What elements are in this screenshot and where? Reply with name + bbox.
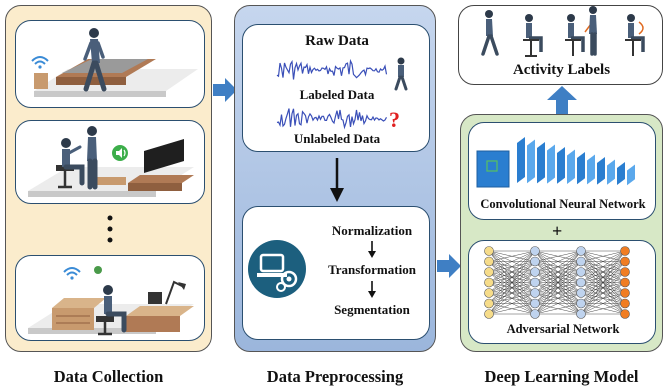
wifi-icon bbox=[31, 56, 49, 69]
cnn-label: Convolutional Neural Network bbox=[480, 197, 646, 211]
network-node bbox=[484, 246, 494, 256]
network-node bbox=[576, 298, 586, 309]
step-segmentation: Segmentation bbox=[334, 302, 410, 317]
cnn-card: Convolutional Neural Network bbox=[468, 122, 656, 220]
network-node bbox=[484, 256, 494, 267]
standing-person-icon bbox=[87, 126, 98, 190]
sitting-person-icon bbox=[103, 285, 127, 333]
sitting-livingroom-illustration bbox=[28, 126, 194, 197]
cnn-layer bbox=[517, 137, 525, 183]
standing-person-icon bbox=[589, 6, 597, 56]
more-scenes-ellipsis bbox=[107, 215, 113, 243]
sitting-person-icon bbox=[523, 14, 543, 57]
scene-card-bedroom bbox=[15, 20, 205, 108]
network-node bbox=[530, 309, 540, 319]
network-node bbox=[620, 256, 630, 267]
cnn-layer bbox=[607, 159, 615, 185]
flow-arrow-right bbox=[437, 254, 461, 278]
network-node bbox=[484, 298, 494, 309]
raw-data-title: Raw Data bbox=[305, 33, 369, 49]
walking-bedroom-illustration bbox=[31, 28, 198, 97]
sound-icon bbox=[112, 145, 128, 161]
cnn-layer bbox=[597, 157, 605, 185]
preprocessing-steps-card: Normalization Transformation Segmentatio… bbox=[242, 206, 430, 340]
network-node bbox=[620, 267, 630, 277]
cnn-layer bbox=[627, 164, 635, 186]
network-node bbox=[484, 267, 494, 277]
labeled-data-label: Labeled Data bbox=[299, 87, 375, 102]
walking-person-icon bbox=[394, 57, 408, 91]
step-arrow bbox=[368, 241, 376, 258]
deep-learning-model-caption: Deep Learning Model bbox=[484, 367, 639, 386]
cnn-layer bbox=[547, 144, 555, 184]
turning-person-icon bbox=[625, 14, 645, 56]
computer-settings-icon bbox=[248, 240, 306, 298]
network-node bbox=[576, 288, 586, 298]
network-node bbox=[620, 246, 630, 256]
flow-arrow-right bbox=[213, 78, 237, 102]
network-node bbox=[576, 267, 586, 277]
network-node bbox=[576, 277, 586, 288]
walking-person-icon bbox=[481, 10, 499, 56]
cnn-layer bbox=[587, 154, 595, 185]
network-node bbox=[484, 277, 494, 288]
walking-person-icon bbox=[83, 28, 107, 92]
adversarial-network-card: Adversarial Network bbox=[468, 240, 656, 344]
flow-arrow-up bbox=[547, 86, 577, 114]
unknown-label-icon: ? bbox=[389, 107, 400, 132]
activity-pose-icons bbox=[481, 6, 645, 57]
network-node bbox=[530, 277, 540, 288]
cnn-layer bbox=[557, 147, 565, 184]
wifi-icon bbox=[63, 267, 81, 280]
network-node bbox=[576, 256, 586, 267]
network-node bbox=[576, 309, 586, 319]
activity-labels-title: Activity Labels bbox=[512, 62, 611, 78]
network-node bbox=[530, 288, 540, 298]
network-node bbox=[576, 246, 586, 256]
sitting-person-icon bbox=[61, 138, 85, 186]
adversarial-network-label: Adversarial Network bbox=[506, 322, 620, 336]
network-node bbox=[484, 288, 494, 298]
adversarial-network-diagram bbox=[484, 246, 630, 319]
activity-labels-card: Activity Labels bbox=[458, 5, 663, 85]
sit-to-stand-icon bbox=[565, 14, 592, 56]
network-node bbox=[530, 267, 540, 277]
network-node bbox=[530, 246, 540, 256]
data-collection-caption: Data Collection bbox=[53, 367, 164, 386]
labeled-signal-waveform bbox=[276, 58, 388, 80]
network-node bbox=[484, 309, 494, 319]
raw-data-card: Raw Data Labeled Data ? Unlabeled Data bbox=[242, 24, 430, 152]
down-arrow bbox=[330, 158, 344, 202]
data-preprocessing-caption: Data Preprocessing bbox=[266, 367, 404, 386]
network-node bbox=[620, 309, 630, 319]
cnn-layer bbox=[567, 149, 575, 184]
cnn-layer bbox=[527, 139, 535, 184]
step-transformation: Transformation bbox=[328, 262, 416, 277]
step-arrow bbox=[368, 281, 376, 298]
network-node bbox=[530, 256, 540, 267]
unlabeled-data-label: Unlabeled Data bbox=[293, 131, 381, 146]
network-node bbox=[530, 298, 540, 309]
scene-card-livingroom bbox=[15, 120, 205, 204]
unlabeled-signal-waveform bbox=[276, 108, 388, 130]
network-node bbox=[620, 288, 630, 298]
scene-card-office bbox=[15, 255, 205, 341]
plus-sign: + bbox=[552, 221, 563, 241]
cnn-layer bbox=[537, 142, 545, 184]
cnn-layer bbox=[617, 162, 625, 185]
step-normalization: Normalization bbox=[331, 223, 413, 238]
cnn-layer bbox=[577, 152, 585, 185]
office-desk-illustration bbox=[28, 266, 194, 336]
network-node bbox=[620, 298, 630, 309]
network-node bbox=[620, 277, 630, 288]
cnn-diagram bbox=[476, 137, 635, 188]
